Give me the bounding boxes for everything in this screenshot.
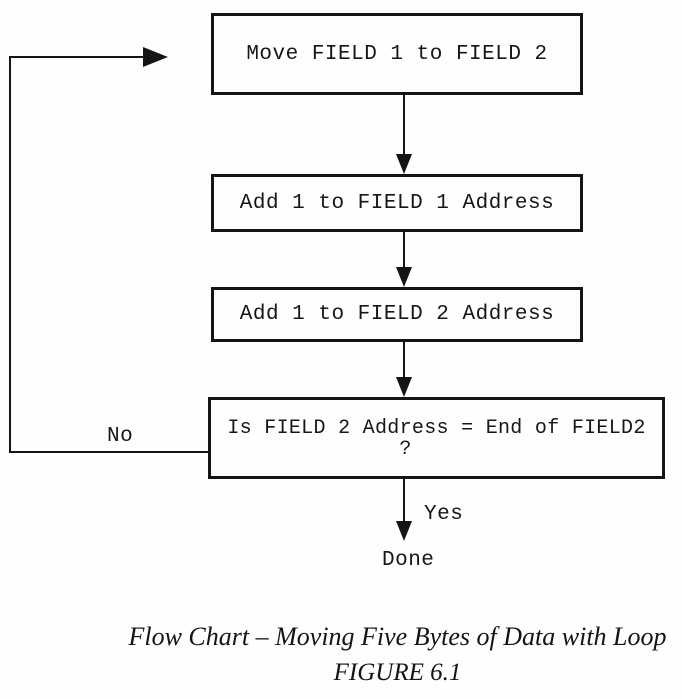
- connector-line-2: [403, 231, 405, 269]
- figure-caption: Flow Chart – Moving Five Bytes of Data w…: [115, 622, 680, 687]
- flow-box-add-field1-address: Add 1 to FIELD 1 Address: [211, 174, 583, 232]
- flow-box-add-field2-address: Add 1 to FIELD 2 Address: [211, 287, 583, 342]
- yes-edge-label: Yes: [424, 503, 464, 526]
- no-loop-left-line: [9, 56, 11, 453]
- arrowhead-down-icon-yes: [396, 521, 412, 541]
- no-loop-bottom-line: [9, 451, 209, 453]
- decision-label-line2: ?: [399, 437, 412, 461]
- arrowhead-down-icon-3: [396, 377, 412, 397]
- flow-box-add-field1-address-label: Add 1 to FIELD 1 Address: [239, 191, 555, 215]
- flow-box-decision-end-of-field2: Is FIELD 2 Address = End of FIELD2 ?: [208, 397, 665, 479]
- flow-box-move-field-label: Move FIELD 1 to FIELD 2: [246, 42, 548, 66]
- no-edge-label: No: [107, 425, 134, 448]
- arrowhead-down-icon-1: [396, 154, 412, 174]
- connector-line-1: [403, 94, 405, 156]
- arrowhead-right-icon-loop: [143, 47, 168, 67]
- connector-line-3: [403, 341, 405, 381]
- done-label: Done: [382, 549, 435, 572]
- caption-title: Flow Chart – Moving Five Bytes of Data w…: [128, 622, 667, 651]
- flow-box-add-field2-address-label: Add 1 to FIELD 2 Address: [239, 303, 555, 326]
- no-loop-top-line: [9, 56, 143, 58]
- flow-box-move-field: Move FIELD 1 to FIELD 2: [211, 13, 583, 95]
- connector-line-yes: [403, 479, 405, 522]
- caption-figure-number: FIGURE 6.1: [333, 659, 462, 686]
- arrowhead-down-icon-2: [396, 267, 412, 287]
- decision-label-line1: Is FIELD 2 Address = End of FIELD2: [227, 416, 646, 440]
